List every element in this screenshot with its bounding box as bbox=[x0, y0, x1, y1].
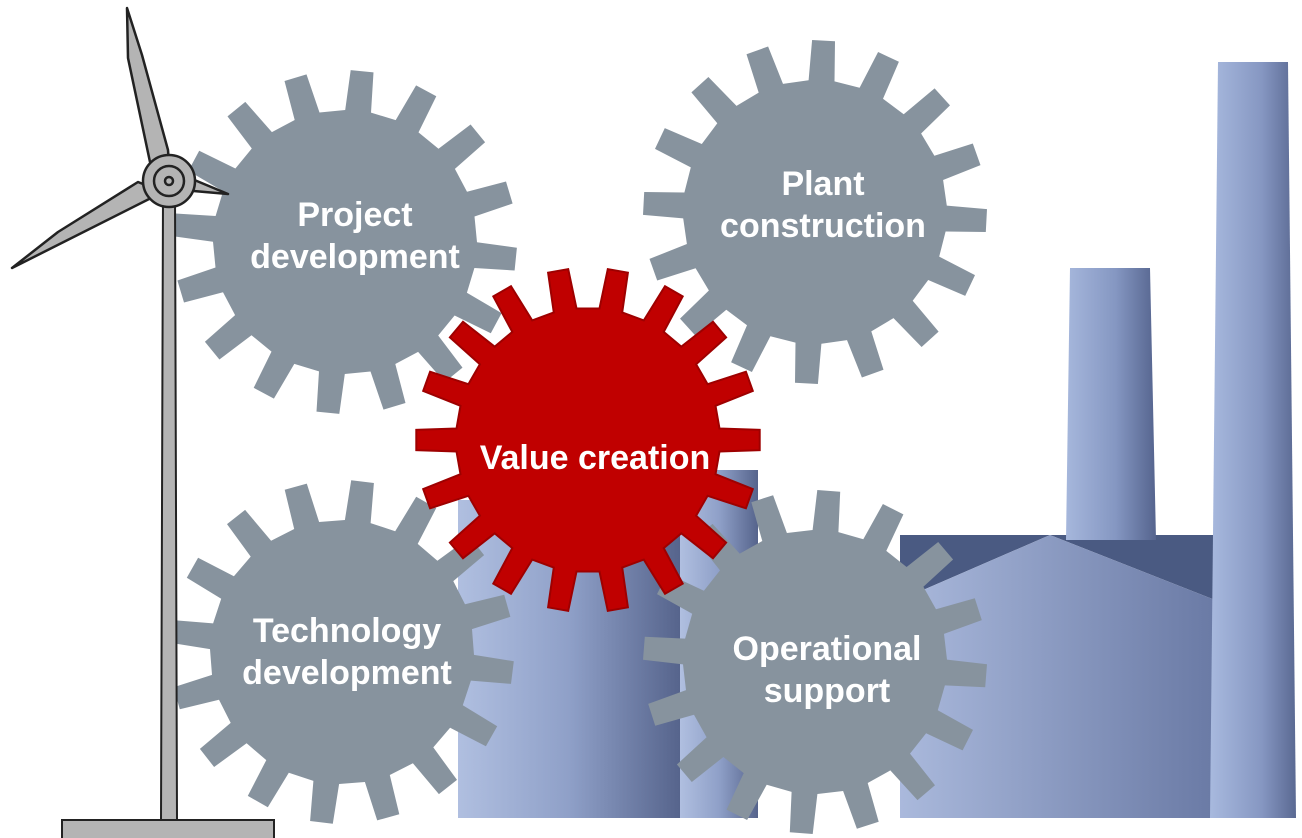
gear-project-shape bbox=[173, 70, 517, 414]
turbine-blade-top bbox=[125, 6, 172, 180]
gear-label-technology-line1: Technology bbox=[252, 612, 442, 650]
gear-label-plant-line1: Plant bbox=[781, 165, 865, 203]
gear-label-plant-line2: construction bbox=[720, 207, 926, 245]
gear-label-value: Value creation bbox=[450, 437, 740, 479]
gear-label-plant: Plant construction bbox=[698, 163, 948, 247]
turbine-tower bbox=[159, 194, 179, 821]
turbine-hub-inner bbox=[163, 175, 175, 187]
gear-plant-shape bbox=[643, 40, 987, 384]
gear-label-project: Project development bbox=[230, 194, 480, 278]
gear-label-operational: Operational support bbox=[702, 628, 952, 712]
gear-label-project-line2: development bbox=[250, 238, 460, 276]
turbine-blade-left bbox=[10, 180, 165, 270]
factory-roof bbox=[900, 535, 1215, 600]
gear-group bbox=[170, 40, 987, 834]
turbine-base bbox=[61, 819, 275, 838]
gear-label-operational-line2: support bbox=[763, 672, 891, 710]
gear-operational-shape bbox=[643, 490, 987, 834]
gear-label-project-line1: Project bbox=[297, 196, 413, 234]
factory-chimney-tall bbox=[1210, 62, 1296, 818]
factory-building bbox=[900, 535, 1215, 818]
gear-value-shape bbox=[415, 267, 761, 613]
gear-label-technology-line2: development bbox=[242, 654, 452, 692]
gear-label-value-line1: Value creation bbox=[479, 439, 711, 477]
gear-label-technology: Technology development bbox=[222, 610, 472, 694]
wind-turbine-icon bbox=[10, 6, 275, 838]
gear-technology-shape bbox=[170, 480, 514, 824]
gear-label-operational-line1: Operational bbox=[732, 630, 922, 668]
factory-chimney-short bbox=[1066, 268, 1156, 540]
